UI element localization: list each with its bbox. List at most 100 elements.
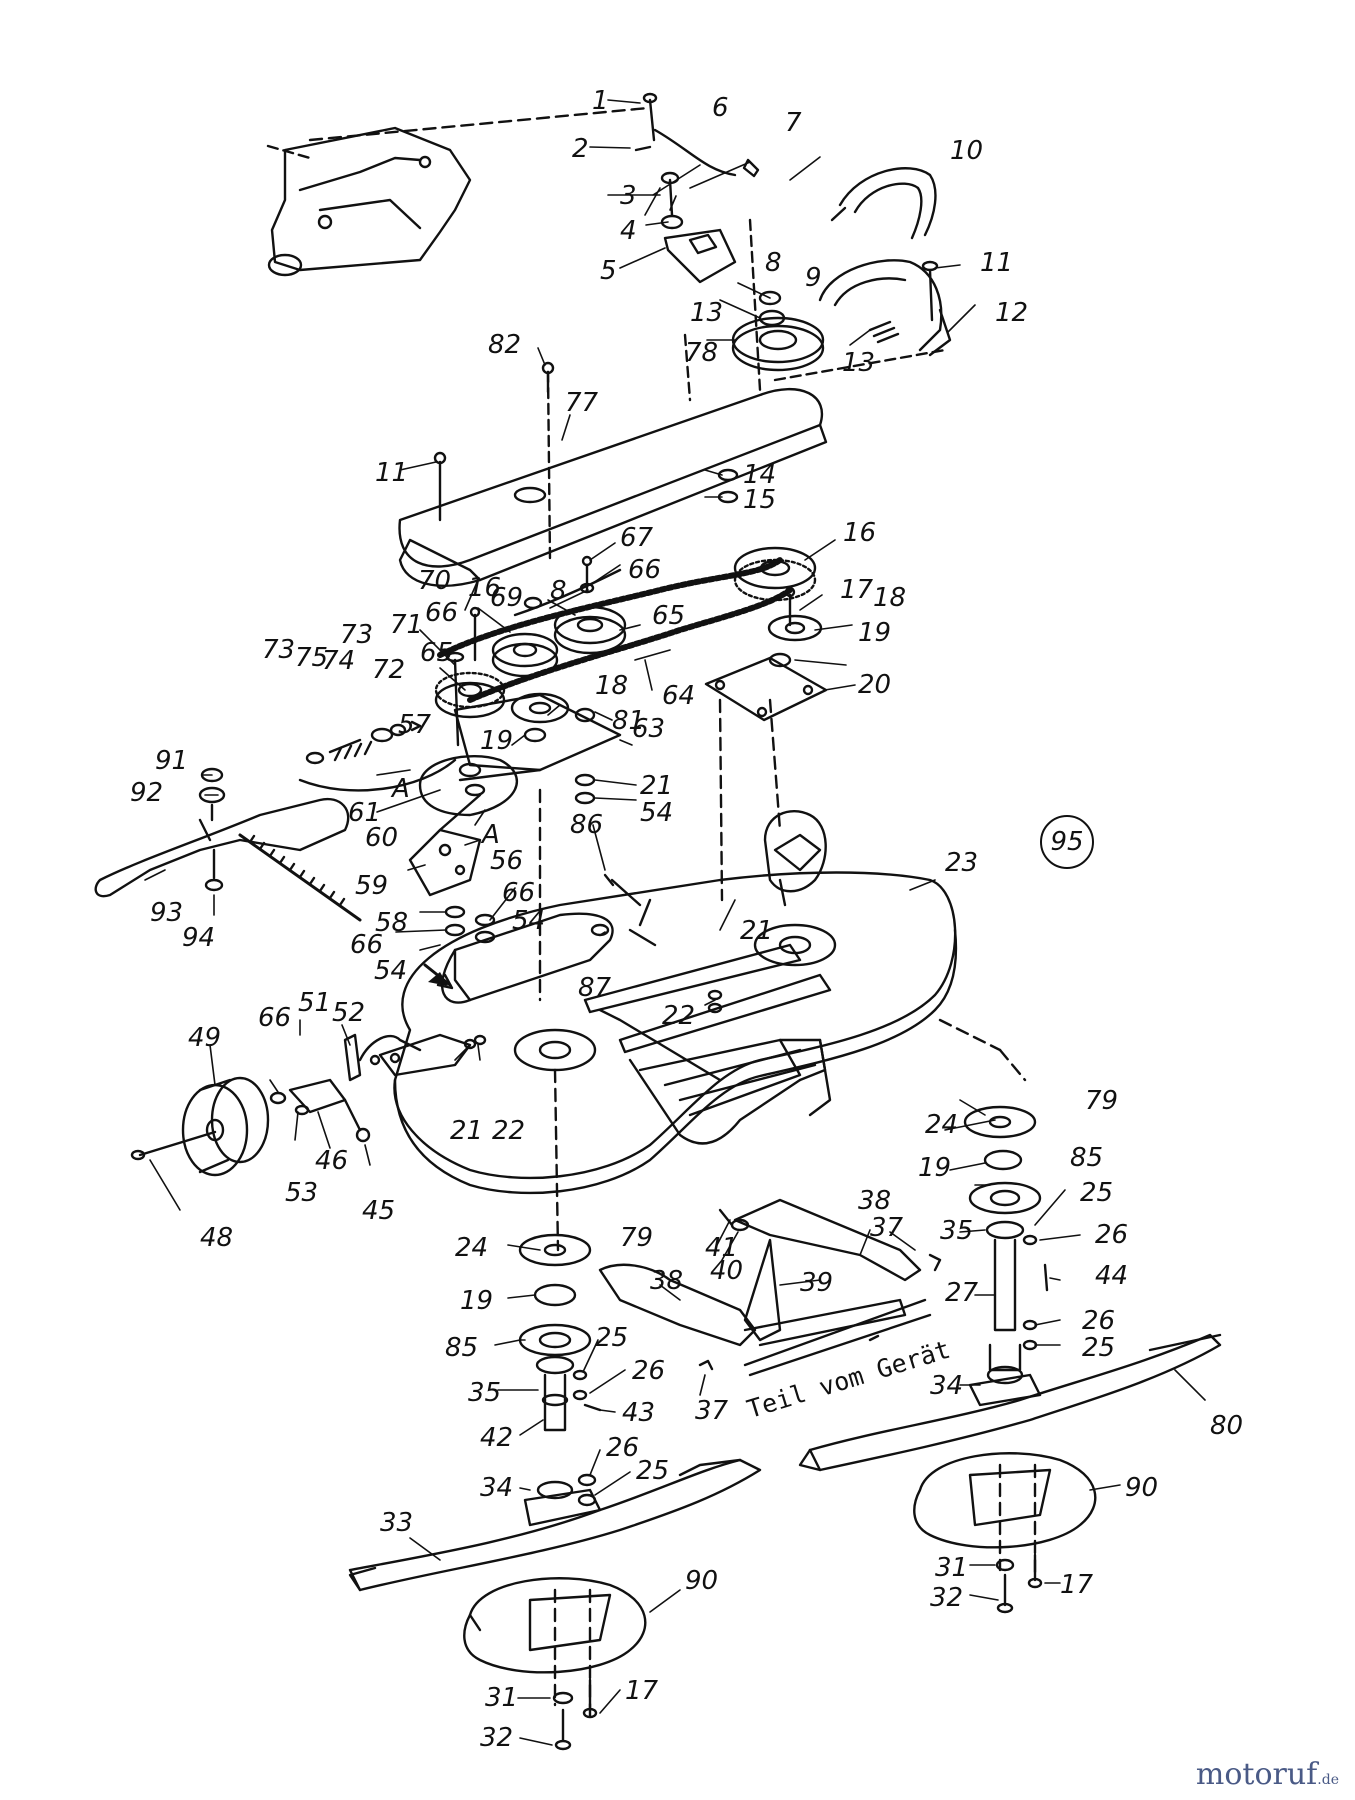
belt-guard-part xyxy=(820,168,950,355)
left-spindle-stack xyxy=(520,1235,600,1525)
part-label: 10 xyxy=(950,136,984,166)
part-label: 78 xyxy=(685,338,719,368)
blade-80 xyxy=(800,1335,1220,1470)
part-label: 23 xyxy=(945,848,979,878)
part-label: 19 xyxy=(480,726,514,756)
part-label: 90 xyxy=(1125,1473,1159,1503)
reference-circle: 95 xyxy=(1040,815,1094,869)
part-label: 46 xyxy=(315,1146,349,1176)
direction-arrow xyxy=(428,972,448,986)
pulley-78 xyxy=(685,220,945,400)
part-label: 93 xyxy=(150,898,184,928)
front-bracket-52 xyxy=(271,1035,485,1141)
part-label: 86 xyxy=(570,810,604,840)
watermark-name: motoruf xyxy=(1195,1757,1318,1792)
part-label: 26 xyxy=(1082,1306,1116,1336)
part-label: 91 xyxy=(155,746,189,776)
part-label: 18 xyxy=(595,671,629,701)
part-label: 54 xyxy=(374,956,408,986)
part-label: 19 xyxy=(858,618,892,648)
part-label: 26 xyxy=(632,1356,666,1386)
part-label: 15 xyxy=(743,485,777,515)
part-label: 45 xyxy=(362,1196,396,1226)
idler-plate-63 xyxy=(420,653,620,1000)
bracket-part xyxy=(268,108,648,275)
part-label: 5 xyxy=(600,256,617,286)
right-spindle-stack xyxy=(965,1107,1047,1405)
part-label: 16 xyxy=(468,573,502,603)
part-label: 21 xyxy=(740,916,774,946)
part-label: 9 xyxy=(805,263,822,293)
part-label: 25 xyxy=(636,1456,670,1486)
small-fasteners-top xyxy=(636,94,758,282)
part-label: 32 xyxy=(480,1723,514,1753)
part-label: 31 xyxy=(485,1683,519,1713)
part-label: 66 xyxy=(502,878,536,908)
part-label: 43 xyxy=(622,1398,656,1428)
part-label: 35 xyxy=(940,1216,974,1246)
part-label: 21 xyxy=(450,1116,484,1146)
bracket-59 xyxy=(410,795,480,895)
part-label: 13 xyxy=(842,348,876,378)
part-label: 14 xyxy=(743,460,777,490)
part-label: 51 xyxy=(298,988,332,1018)
part-label: 75 xyxy=(295,643,329,673)
part-label: 33 xyxy=(380,1508,414,1538)
part-label: 71 xyxy=(390,610,424,640)
part-label: 19 xyxy=(460,1286,494,1316)
part-label: 38 xyxy=(858,1186,892,1216)
part-label: 12 xyxy=(995,298,1029,328)
site-watermark: motoruf.de xyxy=(1196,1757,1339,1792)
part-label: 24 xyxy=(455,1233,489,1263)
part-label: 42 xyxy=(480,1423,514,1453)
part-label: 70 xyxy=(418,566,452,596)
part-label: 35 xyxy=(468,1378,502,1408)
mount-bracket-93 xyxy=(96,769,348,896)
part-label: 41 xyxy=(705,1233,739,1263)
part-label: 34 xyxy=(480,1473,514,1503)
part-label: 69 xyxy=(490,583,524,613)
part-label: 85 xyxy=(1070,1143,1104,1173)
blade-33 xyxy=(350,1460,760,1590)
tensioner-spring-parts xyxy=(300,722,455,790)
part-label: 7 xyxy=(785,108,802,138)
part-label: A xyxy=(482,820,500,850)
part-label: 39 xyxy=(800,1268,834,1298)
part-label: A xyxy=(392,774,410,804)
part-label: 22 xyxy=(662,1001,696,1031)
part-label: 63 xyxy=(632,714,666,744)
part-label: 54 xyxy=(512,906,546,936)
part-label: 25 xyxy=(1080,1178,1114,1208)
mower-deck-23 xyxy=(394,811,1025,1250)
part-label: 17 xyxy=(625,1676,659,1706)
gauge-wheel-49 xyxy=(132,1078,268,1175)
part-label: 53 xyxy=(285,1178,319,1208)
part-label: 64 xyxy=(662,681,696,711)
part-label: 38 xyxy=(650,1266,684,1296)
part-label: 19 xyxy=(918,1153,952,1183)
part-label: 13 xyxy=(690,298,724,328)
part-label: 73 xyxy=(262,635,296,665)
part-label: 81 xyxy=(612,706,646,736)
part-label: 94 xyxy=(182,923,216,953)
part-label: 25 xyxy=(595,1323,629,1353)
top-cover-77 xyxy=(400,363,826,586)
part-label: 8 xyxy=(550,576,567,606)
part-label: 77 xyxy=(565,388,599,418)
part-label: 58 xyxy=(375,908,409,938)
part-label: 34 xyxy=(930,1371,964,1401)
part-label: 59 xyxy=(355,871,389,901)
part-label: 65 xyxy=(420,638,454,668)
part-label: 66 xyxy=(628,555,662,585)
part-label: 67 xyxy=(620,523,654,553)
pulley-16-right xyxy=(735,548,815,600)
part-label: 2 xyxy=(572,134,589,164)
part-label: 65 xyxy=(652,601,686,631)
part-label: 6 xyxy=(712,93,729,123)
part-label: 49 xyxy=(188,1023,222,1053)
part-label: 66 xyxy=(350,930,384,960)
part-label: 66 xyxy=(258,1003,292,1033)
bracket-20 xyxy=(706,658,826,900)
part-label: 11 xyxy=(980,248,1014,278)
